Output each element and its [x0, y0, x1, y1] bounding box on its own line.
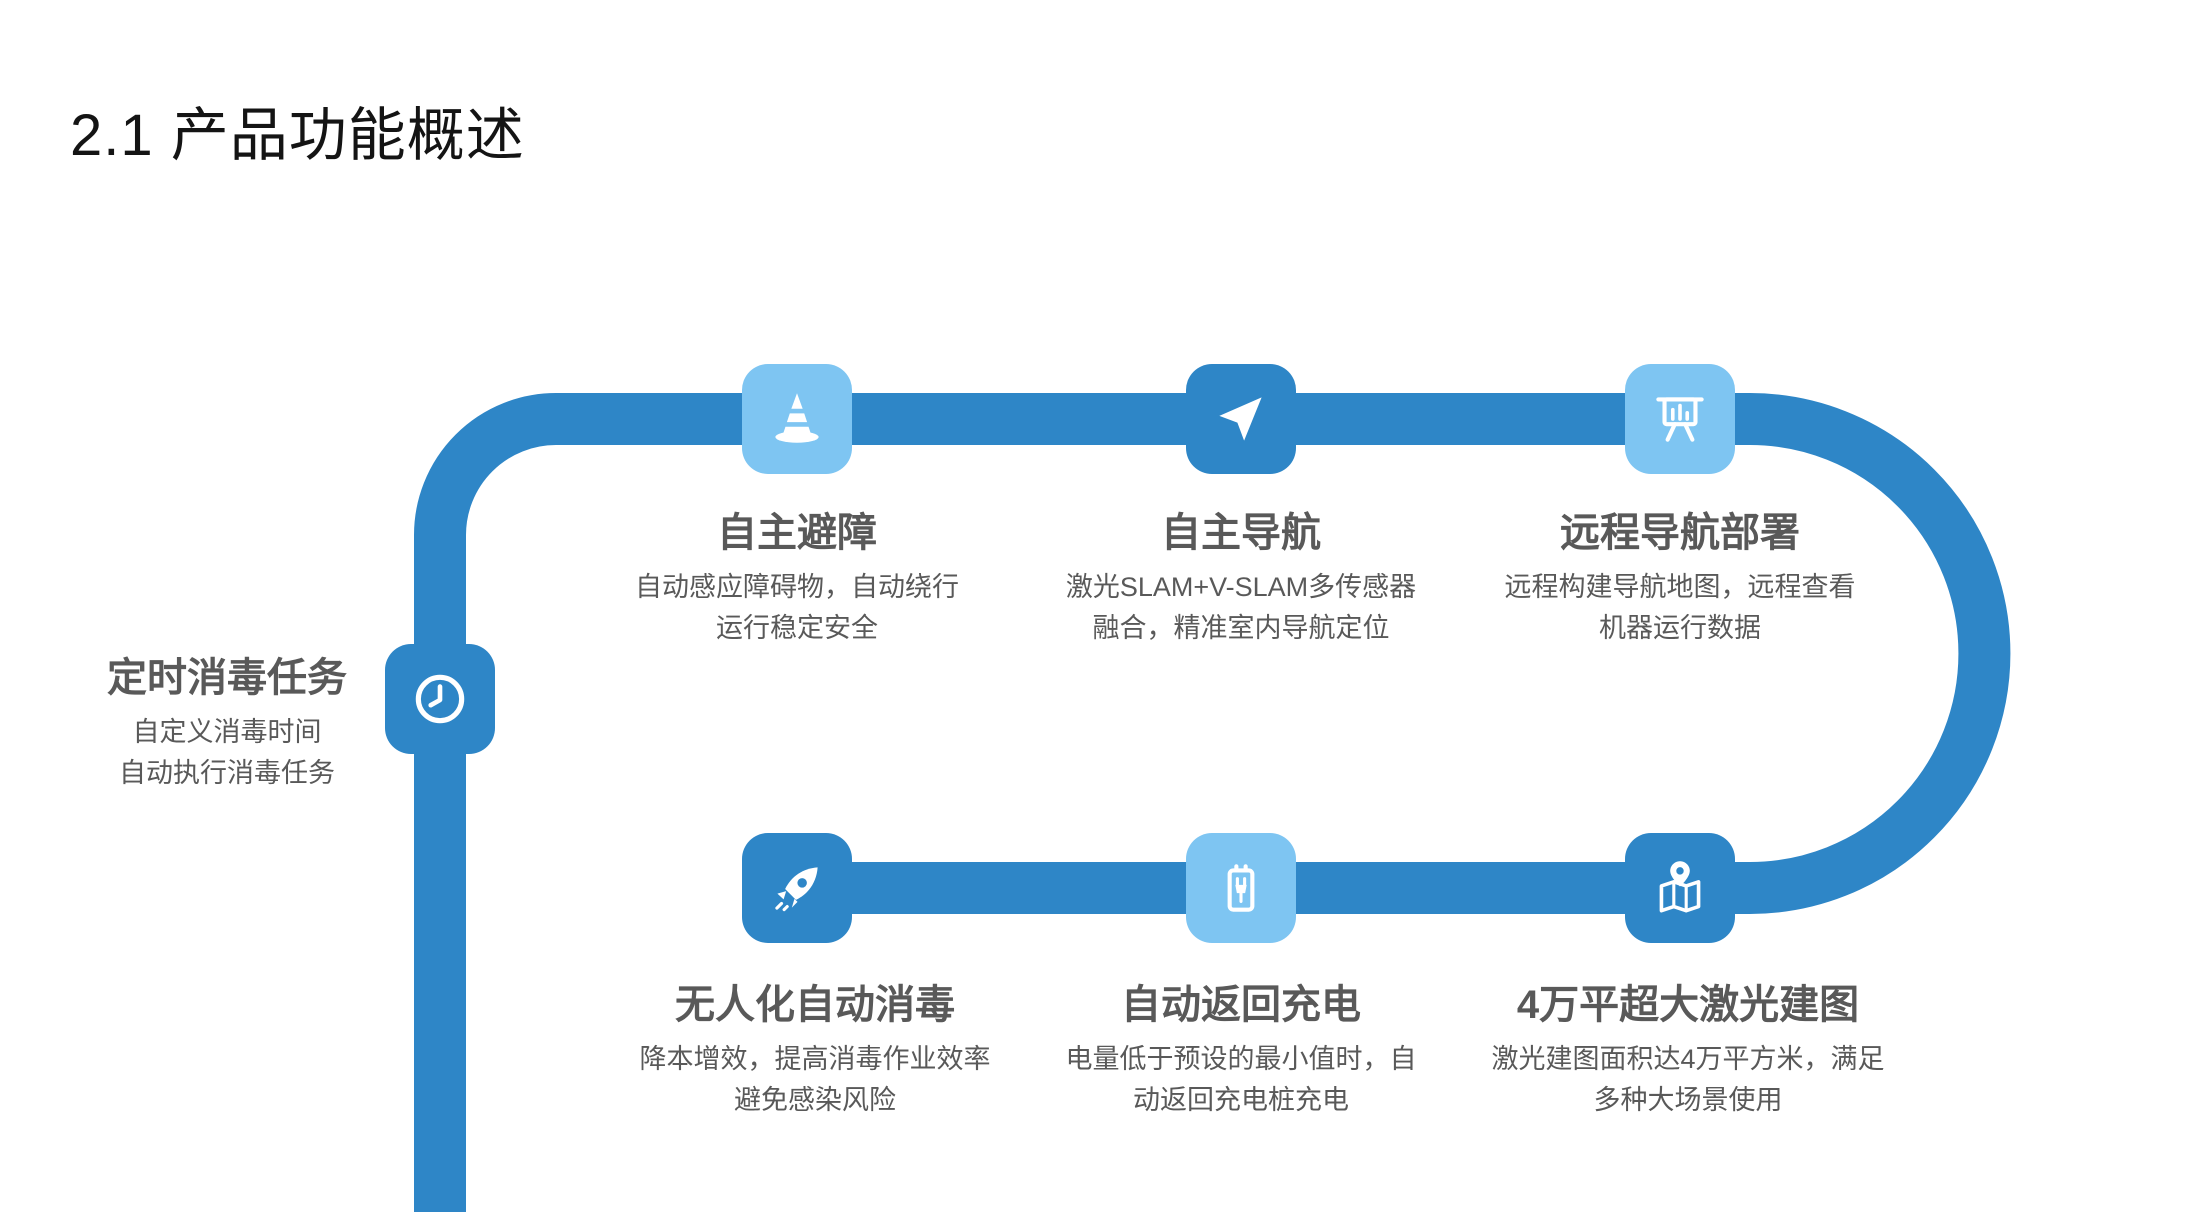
feature-obstacle-avoidance: 自主避障 自动感应障碍物，自动绕行 运行稳定安全 — [557, 500, 1037, 649]
feature-line: 融合，精准室内导航定位 — [1092, 613, 1390, 643]
feature-title: 远程导航部署 — [1560, 511, 1800, 555]
tile-obstacle-avoidance — [742, 364, 852, 474]
feature-title: 定时消毒任务 — [107, 656, 347, 700]
feature-line: 运行稳定安全 — [716, 613, 878, 643]
feature-title: 无人化自动消毒 — [675, 983, 955, 1027]
tile-remote-deployment — [1625, 364, 1735, 474]
feature-laser-mapping: 4万平超大激光建图 激光建图面积达4万平方米，满足 多种大场景使用 — [1448, 972, 1928, 1121]
map-pin-icon — [1659, 861, 1701, 913]
tile-unmanned-disinfection — [742, 833, 852, 943]
tile-auto-recharge — [1186, 833, 1296, 943]
feature-line: 远程构建导航地图，远程查看 — [1504, 572, 1856, 602]
feature-line: 激光建图面积达4万平方米，满足 — [1491, 1044, 1885, 1074]
feature-line: 机器运行数据 — [1599, 613, 1761, 643]
feature-auto-recharge: 自动返回充电 电量低于预设的最小值时，自 动返回充电桩充电 — [1001, 972, 1481, 1121]
feature-line: 自动感应障碍物，自动绕行 — [635, 572, 959, 602]
feature-line: 降本增效，提高消毒作业效率 — [639, 1044, 991, 1074]
navigation-arrow-icon — [1219, 397, 1262, 441]
battery-charging-icon — [1227, 864, 1255, 912]
feature-line: 动返回充电桩充电 — [1133, 1085, 1349, 1115]
feature-title: 自动返回充电 — [1121, 983, 1361, 1027]
tile-laser-mapping — [1625, 833, 1735, 943]
feature-autonomous-navigation: 自主导航 激光SLAM+V-SLAM多传感器 融合，精准室内导航定位 — [1001, 500, 1481, 649]
feature-unmanned-disinfection: 无人化自动消毒 降本增效，提高消毒作业效率 避免感染风险 — [575, 972, 1055, 1121]
feature-line: 激光SLAM+V-SLAM多传感器 — [1065, 572, 1417, 602]
feature-line: 自定义消毒时间 — [132, 717, 322, 747]
feature-line: 电量低于预设的最小值时，自 — [1065, 1044, 1417, 1074]
feature-line: 多种大场景使用 — [1593, 1085, 1783, 1115]
feature-title: 4万平超大激光建图 — [1516, 983, 1860, 1027]
feature-title: 自主避障 — [717, 511, 877, 555]
tile-timed-disinfection — [385, 644, 495, 754]
traffic-cone-icon — [775, 393, 819, 443]
feature-remote-deployment: 远程导航部署 远程构建导航地图，远程查看 机器运行数据 — [1440, 500, 1920, 649]
tile-autonomous-navigation — [1186, 364, 1296, 474]
presentation-board-icon — [1656, 397, 1704, 442]
page-title: 2.1 产品功能概述 — [70, 103, 525, 168]
feature-line: 避免感染风险 — [734, 1085, 896, 1115]
clock-icon — [415, 674, 465, 724]
feature-title: 自主导航 — [1161, 511, 1321, 555]
feature-line: 自动执行消毒任务 — [119, 758, 335, 788]
rocket-icon — [775, 867, 818, 912]
feature-timed-disinfection: 定时消毒任务 自定义消毒时间 自动执行消毒任务 — [37, 645, 417, 794]
